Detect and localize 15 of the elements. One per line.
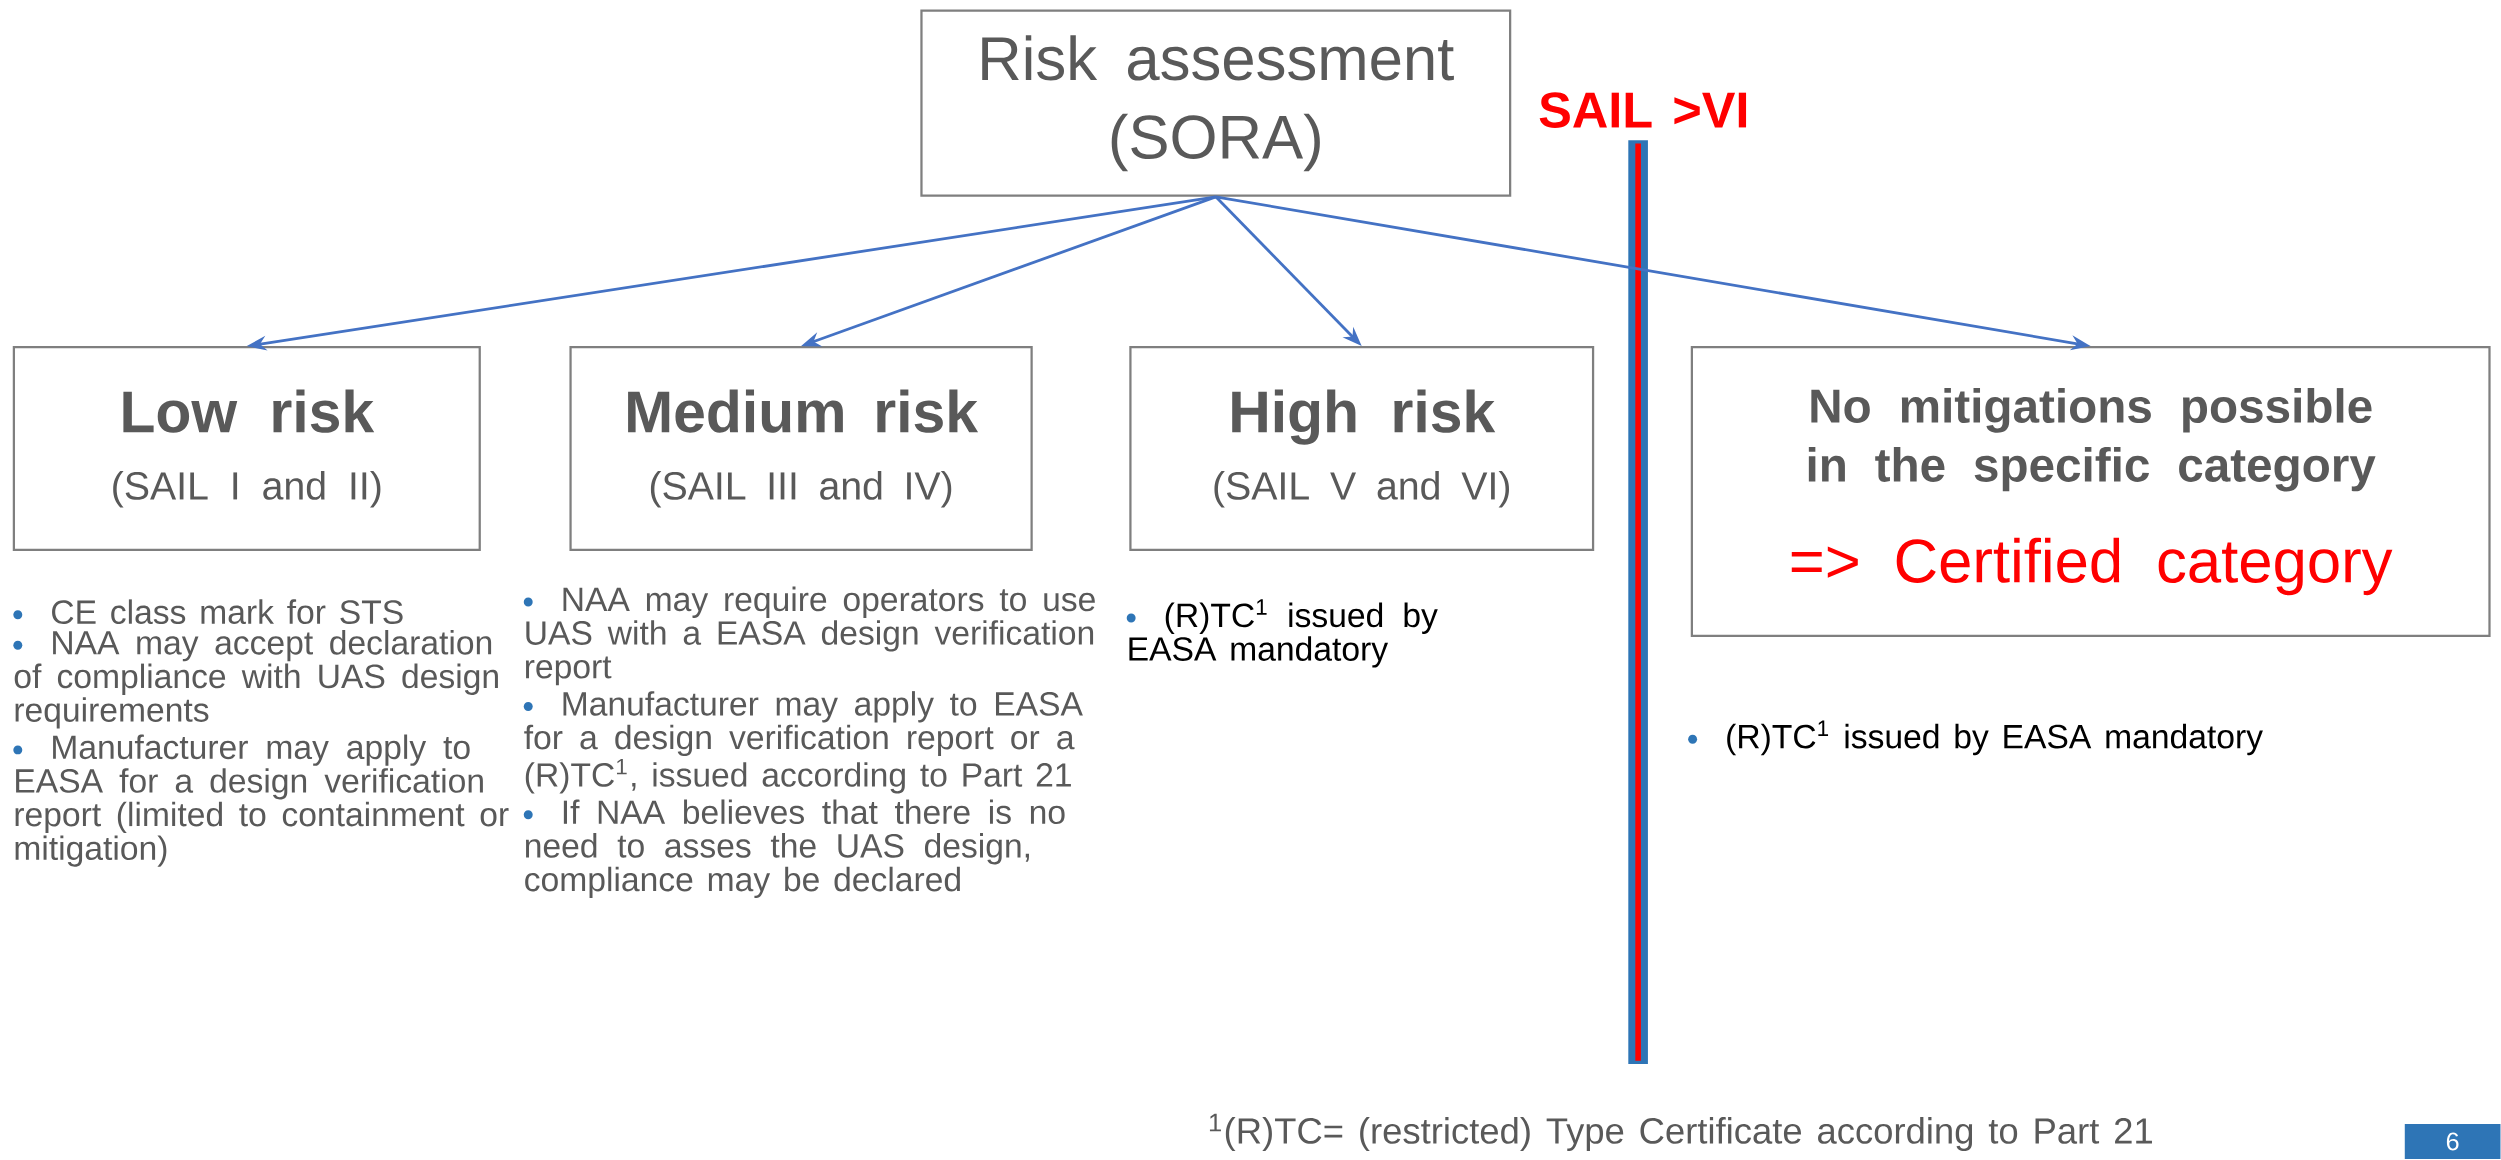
footnote: $^{1}$(R)TC= (restricted) Type Certificate according to Part 21 bbox=[1209, 1113, 2152, 1152]
bullet-text: Manufacturer may apply to EASA for a design verification report (limited to containment or mitigation) bbox=[13, 734, 509, 867]
bullet-text: (R)TC$^{1}$ issued by EASA mandatory bbox=[1126, 599, 1438, 668]
risk-box: Low risk (SAIL I and II) bbox=[12, 346, 481, 552]
risk-box: High risk (SAIL V and VI) bbox=[1129, 346, 1595, 552]
category-box: No mitigations possible in the specific category => Certified category bbox=[1690, 346, 2491, 638]
bullet-text: CE class mark for STS bbox=[13, 599, 403, 625]
bullet-text: Manufacturer may apply to EASA for a design verification report or a (R)TC$^{1}$, issued according to Part 21 bbox=[523, 691, 1083, 794]
risk-box: Medium risk (SAIL III and IV) bbox=[569, 346, 1033, 552]
page-number: 6 bbox=[2404, 1124, 2501, 1160]
bullet-text: (R)TC$^{1}$ issued by EASA mandatory bbox=[1688, 720, 2263, 756]
bullet-text: NAA may accept declaration of compliance with UAS design requirements bbox=[13, 630, 498, 729]
bullet-text: NAA may require operators to use UAS with a EASA design verification report bbox=[523, 586, 1095, 686]
assessment-box: Risk assessment (SORA) bbox=[920, 9, 1512, 198]
bullet-text: If NAA believes that there is no need to asses the UAS design, compliance may be declared bbox=[523, 799, 1065, 899]
